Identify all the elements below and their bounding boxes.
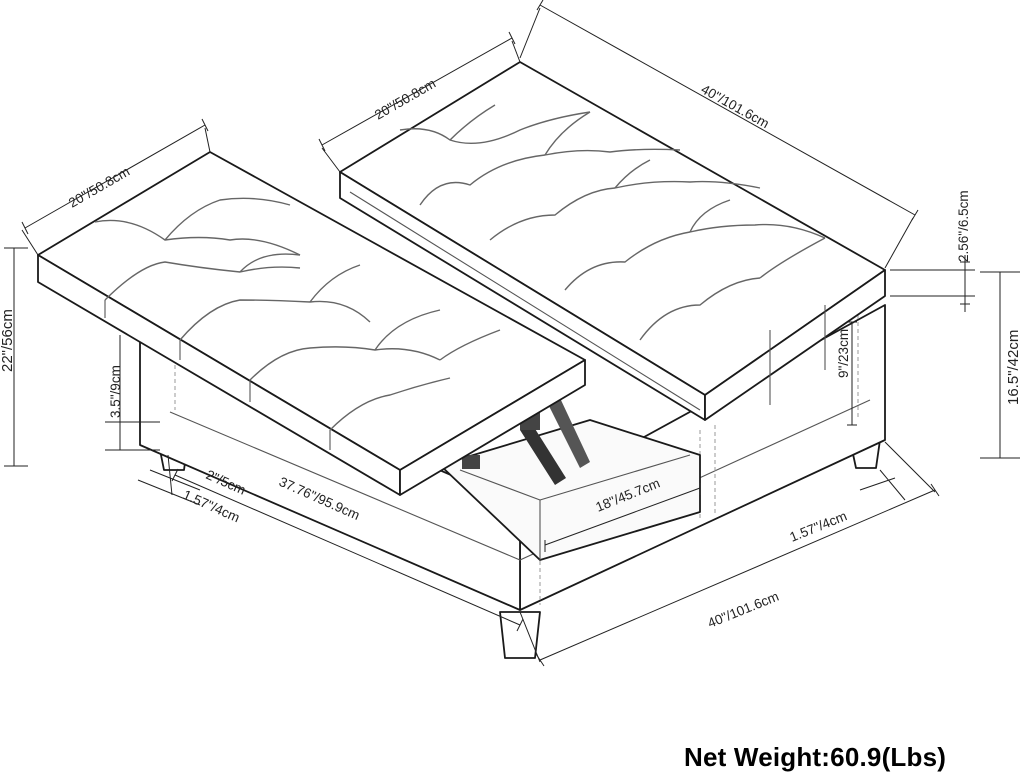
shelf-clearance-left-label: 3.5"/9cm — [108, 365, 123, 418]
net-weight: Net Weight:60.9(Lbs) — [684, 742, 1014, 773]
top-width-label: 40"/101.6cm — [699, 82, 772, 132]
right-cushion — [339, 61, 886, 421]
left-cushion-lid — [37, 151, 586, 496]
total-height-label: 22"/56cm — [0, 309, 16, 372]
bottom-width-label: 40"/101.6cm — [706, 589, 781, 631]
leg-inset-right-label: 1.57"/4cm — [788, 508, 850, 545]
lift-hinge — [462, 398, 590, 485]
right-lid-depth-label: 20"/50.8cm — [372, 76, 438, 123]
shelf-clearance-right-label: 9"/23cm — [836, 329, 851, 378]
net-weight-unit: (Lbs) — [881, 742, 947, 772]
dimension-lines — [4, 0, 1020, 667]
seat-height-label: 16.5"/42cm — [1005, 330, 1022, 405]
net-weight-label: Net Weight: — [684, 742, 831, 772]
cushion-thickness-label: 2.56"/6.5cm — [956, 190, 971, 262]
net-weight-value: 60.9 — [830, 742, 882, 772]
